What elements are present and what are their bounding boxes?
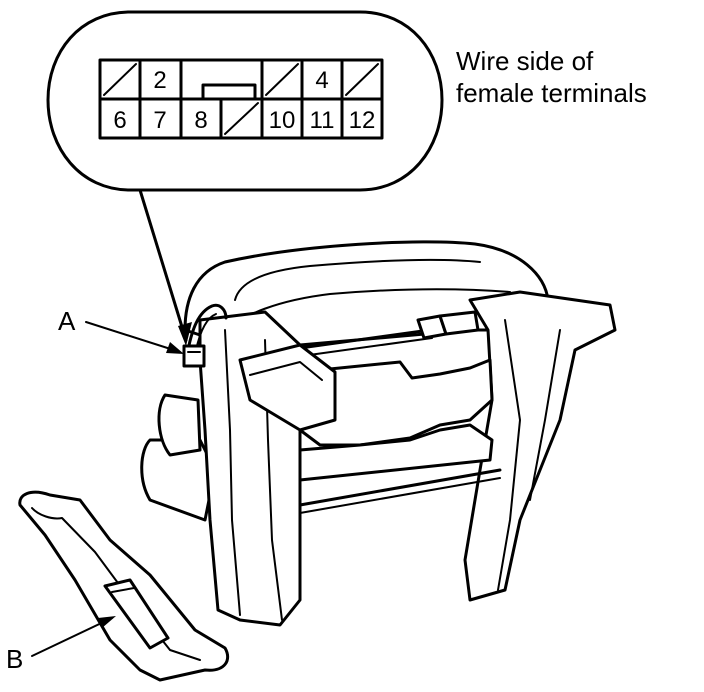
frame-right-edge-2 (529, 329, 561, 501)
cross-panel-lower (298, 423, 494, 482)
pin-4-label: 4 (315, 67, 328, 94)
cross-panel-middle (298, 358, 494, 447)
pin-6-label: 6 (113, 107, 126, 134)
cross-bar-upper-2 (301, 337, 433, 357)
unused-cavity-1 (103, 63, 137, 96)
backrest-top-seam (234, 258, 481, 301)
side-bolster-edge (249, 361, 323, 381)
pin-11-label: 11 (310, 107, 335, 134)
wire-harness (186, 303, 228, 352)
cross-bar-lower-2 (299, 477, 501, 514)
pin-8-label: 8 (194, 107, 207, 134)
callout-a-leader (85, 321, 181, 353)
cross-bar-lower (298, 468, 502, 507)
caption-line-2: female terminals (456, 78, 647, 108)
callout-a-arrow (166, 342, 184, 354)
unused-cavity-5 (345, 63, 379, 96)
seat-illustration (18, 240, 617, 682)
caption-line-1: Wire side of (456, 46, 594, 76)
bubble-pointer (138, 188, 188, 342)
unused-cavity-9 (224, 102, 259, 135)
callout-b-label: B (6, 644, 23, 674)
pin-10-label: 10 (269, 107, 296, 134)
part-b-face (111, 587, 135, 593)
pin-7-label: 7 (153, 107, 166, 134)
callout-b-leader (31, 617, 113, 657)
part-b[interactable] (103, 578, 170, 650)
connector-key (201, 83, 257, 101)
pin-12-label: 12 (349, 107, 376, 134)
pin-2-label: 2 (153, 67, 166, 94)
side-bolster (238, 343, 337, 432)
unused-cavity-3 (265, 63, 299, 96)
bubble-outline (46, 10, 444, 192)
callout-a-label: A (58, 306, 76, 336)
connector-view-bubble: 2 4 6 7 8 10 11 12 (46, 10, 444, 192)
frame-left-edge (224, 329, 241, 616)
bubble-pointer-arrow (178, 322, 192, 346)
cross-bar-upper (298, 328, 432, 350)
frame-right-edge (497, 319, 521, 591)
callout-b-arrow (98, 616, 116, 628)
bar-clamp (438, 310, 480, 336)
seat-cushion-side (157, 393, 202, 457)
connector-a[interactable] (182, 344, 206, 368)
connector-face: 2 4 6 7 8 10 11 12 (98, 58, 384, 140)
